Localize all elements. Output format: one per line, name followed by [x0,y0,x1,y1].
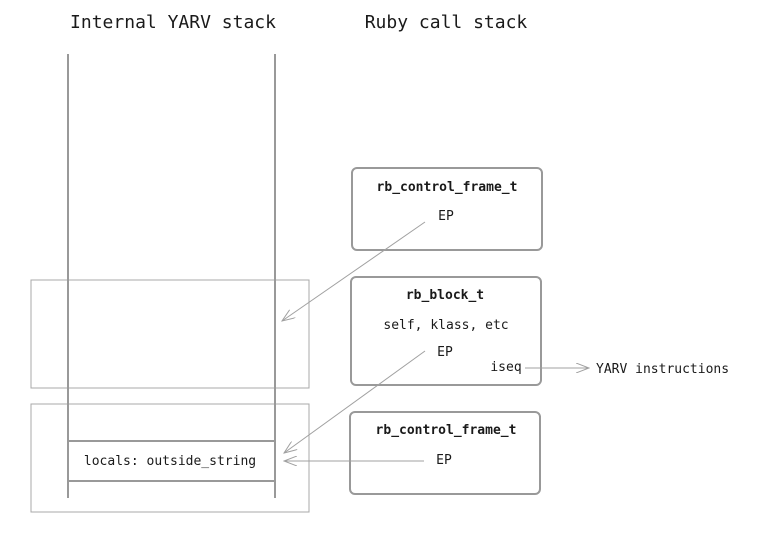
ruby-call-stack-heading: Ruby call stack [365,12,528,33]
yarv-instructions-label: YARV instructions [596,362,729,377]
block-frame-fields: self, klass, etc [383,318,508,333]
block-frame-title: rb_block_t [406,288,484,303]
locals-label: locals: outside_string [84,454,256,469]
block-frame-ep: EP [437,345,453,360]
bottom-control-frame [349,411,541,495]
block-environment-outline [30,279,310,389]
top-ep-arrow [282,221,426,321]
top-control-frame [351,167,543,251]
block-ep-arrow [284,350,426,453]
block-frame-iseq: iseq [490,360,521,375]
top-control-frame-ep: EP [438,209,454,224]
block-frame [350,276,542,386]
bottom-control-frame-ep: EP [436,453,452,468]
yarv-stack-heading: Internal YARV stack [70,12,276,33]
bottom-control-frame-title: rb_control_frame_t [376,423,517,438]
outer-environment-outline [30,403,310,513]
top-control-frame-title: rb_control_frame_t [377,180,518,195]
